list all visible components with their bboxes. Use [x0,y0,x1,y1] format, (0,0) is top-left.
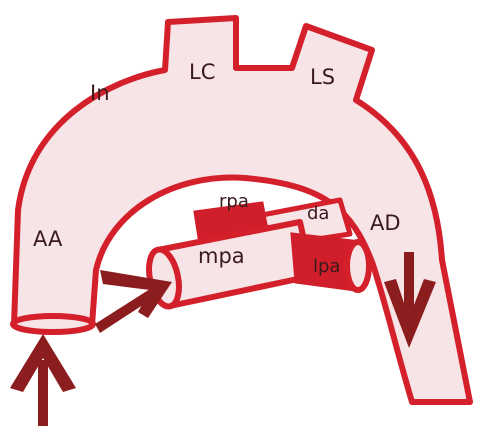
label-left-carotid: LC [189,60,215,84]
label-descending-aorta: AD [370,211,401,235]
inflow-arrow [10,334,76,426]
label-mpa: mpa [198,244,245,268]
label-innominate: In [90,81,110,105]
label-da: da [307,203,329,224]
label-left-subclavian: LS [310,65,335,89]
label-lpa: lpa [313,256,340,277]
aortic-root-opening [13,316,93,332]
label-rpa: rpa [219,191,249,212]
lpa-opening [347,242,369,290]
label-ascending-aorta: AA [33,227,63,251]
